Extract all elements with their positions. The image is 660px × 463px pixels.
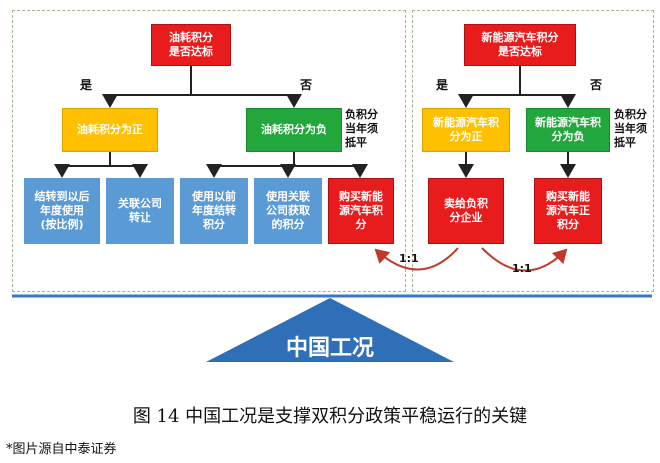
fuel-credit-positive-box: 油耗积分为正 [62, 108, 158, 152]
nev-credit-target-box: 新能源汽车积分 是否达标 [464, 24, 576, 66]
use-prior-credits-box: 使用以前 年度结转 积分 [180, 178, 248, 244]
fuel-credit-target-box: 油耗积分 是否达标 [151, 24, 231, 66]
fuel-credit-negative-box: 油耗积分为负 [246, 108, 342, 152]
right-negative-note: 负积分 当年须 抵平 [614, 108, 647, 149]
left-panel [12, 10, 406, 292]
china-conditions-label: 中国工况 [285, 336, 374, 361]
right-yes-label: 是 [436, 78, 449, 92]
ratio-label-right: 1:1 [512, 262, 532, 275]
ratio-label-left: 1:1 [399, 252, 419, 265]
buy-nev-credits-box: 购买新能 源汽车积 分 [328, 178, 394, 244]
sell-to-negative-box: 卖给负积 分企业 [428, 178, 504, 244]
buy-nev-positive-box: 购买新能 源汽车正 积分 [534, 178, 602, 244]
nev-credit-negative-box: 新能源汽车积 分为负 [526, 108, 610, 152]
carry-forward-box: 结转到以后 年度使用 (按比例) [24, 178, 100, 244]
right-no-label: 否 [590, 78, 603, 92]
left-yes-label: 是 [80, 78, 93, 92]
left-no-label: 否 [300, 78, 313, 92]
nev-credit-positive-box: 新能源汽车积 分为正 [422, 108, 510, 152]
right-panel [412, 10, 654, 292]
left-negative-note: 负积分 当年须 抵平 [345, 108, 378, 149]
affiliate-transfer-box: 关联公司 转让 [106, 178, 174, 244]
source-note: *图片源自中泰证券 [6, 442, 117, 457]
figure-caption: 图 14 中国工况是支撑双积分政策平稳运行的关键 [132, 406, 528, 427]
use-affiliate-credits-box: 使用关联 公司获取 的积分 [254, 178, 322, 244]
